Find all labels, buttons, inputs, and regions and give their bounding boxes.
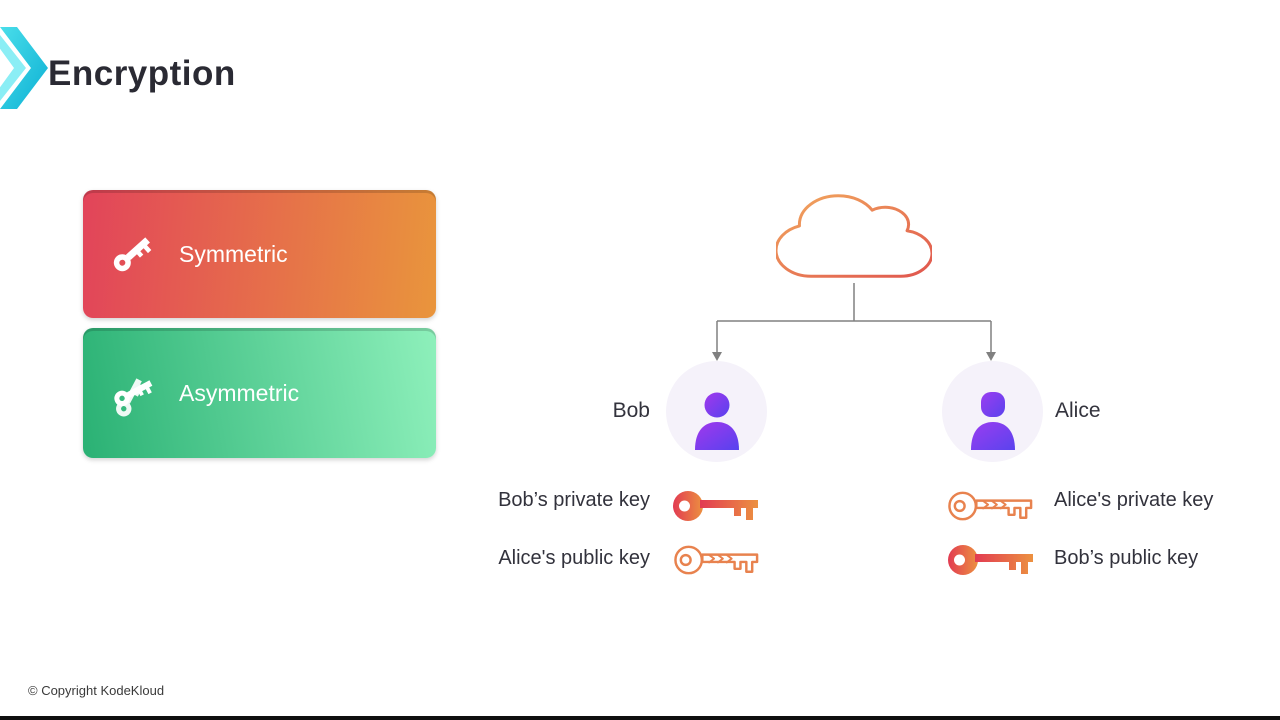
arrowhead-right bbox=[986, 352, 996, 361]
bob-public-key-label: Bob’s public key bbox=[1054, 547, 1199, 569]
arrowhead-left bbox=[712, 352, 722, 361]
bob-public-key-icon bbox=[947, 539, 1037, 581]
alice-private-key-label: Alice's private key bbox=[1054, 489, 1214, 511]
key-pair-icon bbox=[107, 368, 157, 418]
bob-private-key-label: Bob’s private key bbox=[498, 489, 650, 511]
bob-avatar bbox=[666, 361, 767, 462]
single-key-icon bbox=[107, 229, 157, 279]
page-title: Encryption bbox=[48, 54, 236, 93]
bob-private-key-icon bbox=[672, 485, 762, 527]
chevron-logo-icon bbox=[0, 27, 48, 109]
alice-private-key-icon bbox=[947, 485, 1037, 527]
alice-label: Alice bbox=[1055, 399, 1101, 422]
asymmetric-label: Asymmetric bbox=[179, 379, 300, 406]
copyright-text: © Copyright KodeKloud bbox=[28, 683, 165, 698]
symmetric-card: Symmetric bbox=[83, 190, 436, 318]
symmetric-label: Symmetric bbox=[179, 240, 288, 267]
alice-public-key-label: Alice's public key bbox=[498, 547, 650, 569]
bob-label: Bob bbox=[612, 399, 650, 422]
asymmetric-card: Asymmetric bbox=[83, 328, 436, 458]
cloud-icon bbox=[776, 190, 932, 287]
person-icon bbox=[970, 392, 1015, 450]
kodekloud-logo bbox=[0, 26, 48, 110]
person-icon bbox=[694, 392, 739, 450]
connector-lines bbox=[706, 283, 1002, 368]
alice-public-key-icon bbox=[673, 539, 763, 581]
bottom-bar bbox=[0, 716, 1280, 720]
alice-avatar bbox=[942, 361, 1043, 462]
